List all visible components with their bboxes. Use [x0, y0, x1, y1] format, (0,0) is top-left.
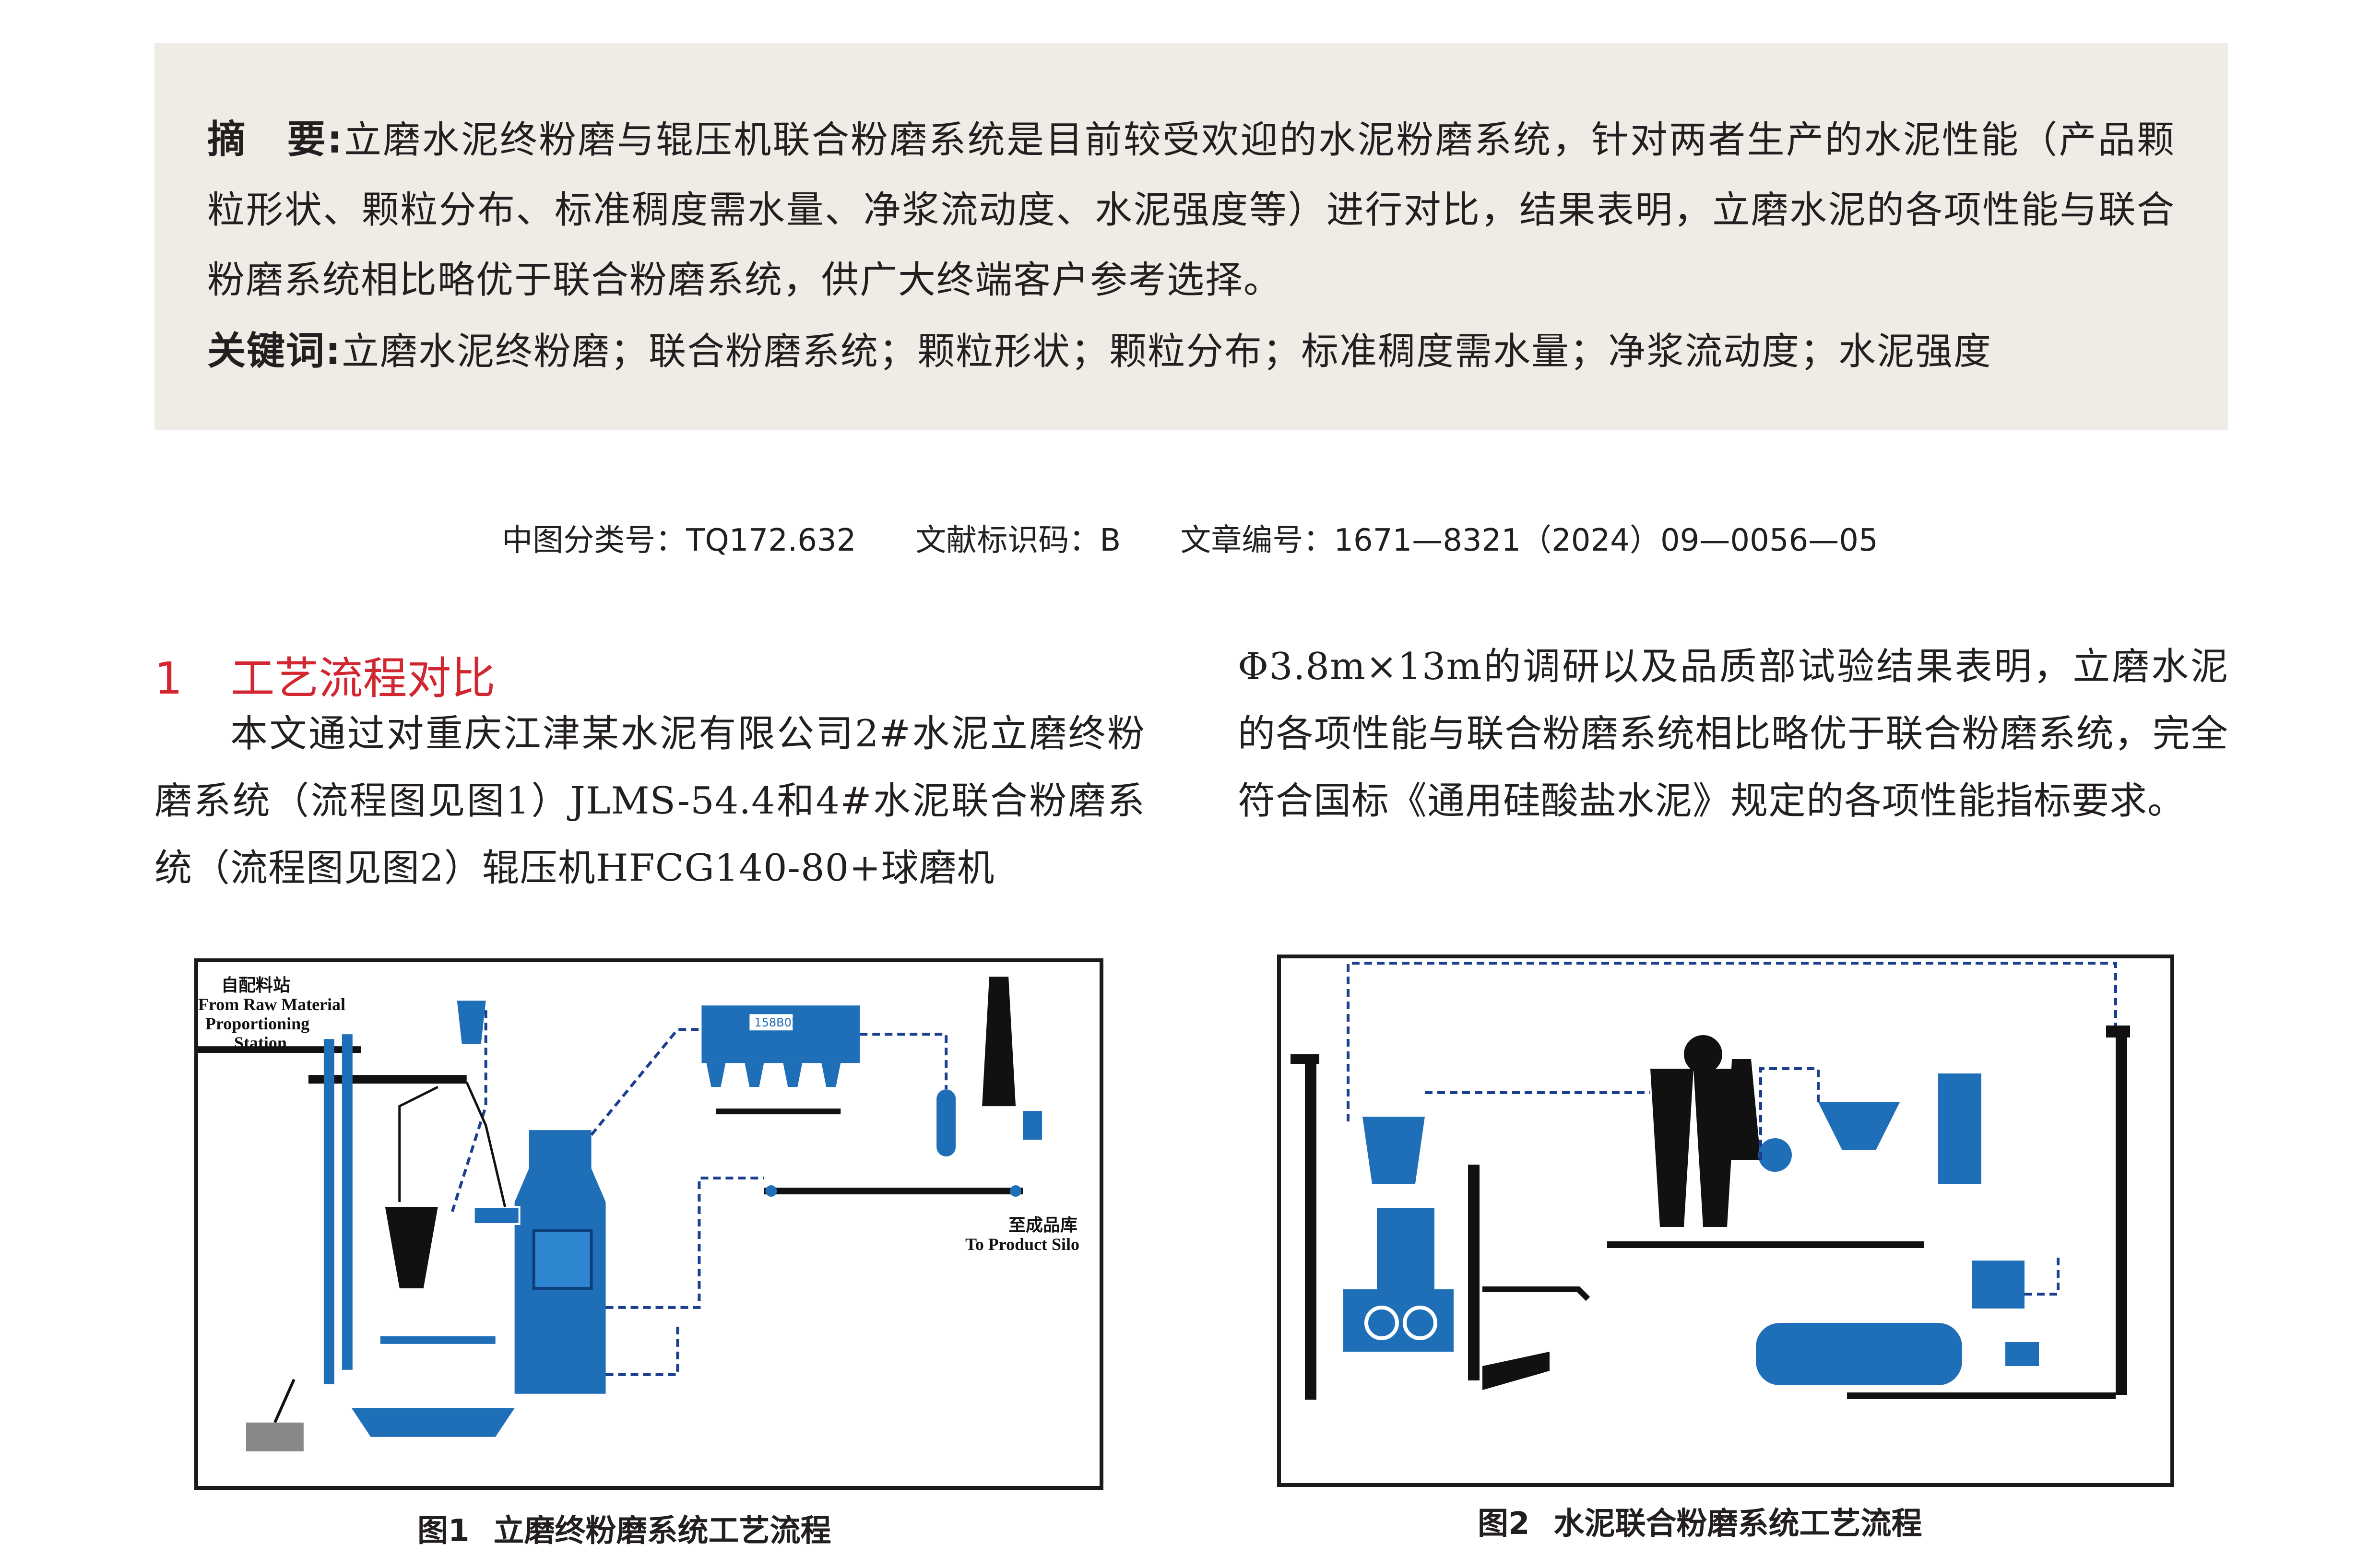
roller-1 [1364, 1306, 1399, 1340]
bag-filter-tag-box [749, 1014, 793, 1031]
chute-line [273, 1379, 296, 1423]
abstract-paragraph: 摘 要:立磨水泥终粉磨与辊压机联合粉磨系统是目前较受欢迎的水泥粉磨系统，针对两者… [207, 105, 2175, 315]
gas-line-5 [605, 1321, 679, 1376]
gas-line-top [1347, 962, 2117, 1121]
gas-line-1 [450, 1010, 487, 1212]
abstract-box: 摘 要:立磨水泥终粉磨与辊压机联合粉磨系统是目前较受欢迎的水泥粉磨系统，针对两者… [154, 43, 2228, 430]
keywords-label: 关键词: [207, 329, 342, 373]
figure-1-number: 图1 [417, 1513, 470, 1549]
mill-feed-bin [1972, 1261, 2025, 1309]
top-cyclone [457, 1001, 486, 1044]
figure-1-vertical-mill-flowchart: 自配料站 From Raw Material Proportioning Sta… [194, 958, 1103, 1490]
figure-1-title: 立磨终粉磨系统工艺流程 [493, 1513, 831, 1549]
dest-label-en: To Product Silo [965, 1235, 1079, 1254]
roller-2 [1403, 1306, 1437, 1340]
source-label-en-2: Proportioning [205, 1014, 309, 1033]
section-heading: 1 工艺流程对比 [154, 643, 496, 707]
filter-hopper-4 [821, 1063, 841, 1087]
exhaust-stack [1727, 1059, 1761, 1160]
dest-label-cn: 至成品库 [1008, 1215, 1078, 1235]
left-elevator-head [1291, 1054, 1319, 1064]
figure-2-caption: 图2 水泥联合粉磨系统工艺流程 [1478, 1499, 1922, 1543]
v-separator [1362, 1117, 1425, 1184]
bag-filter-tag: 158B02 [754, 1016, 799, 1029]
figure-2-combined-grinding-flowchart [1277, 955, 2174, 1487]
filter-screw [716, 1108, 841, 1115]
conveyor-pulley-2 [1010, 1185, 1022, 1197]
gas-line-4 [605, 1177, 764, 1309]
section-title: 工艺流程对比 [230, 653, 496, 704]
section-number: 1 [154, 653, 183, 704]
mill-grinding-zone [532, 1229, 593, 1290]
bucket-elevator-2 [342, 1034, 353, 1370]
gas-line-3 [860, 1033, 948, 1090]
circulating-fan [1758, 1138, 1792, 1172]
clc-number: 中图分类号：TQ172.632 [502, 523, 856, 558]
center-elevator [1468, 1165, 1480, 1380]
gas-line-mill [2025, 1256, 2060, 1296]
gas-line-right [1759, 1067, 1820, 1160]
filter-hopper-2 [745, 1063, 764, 1087]
truck-icon [246, 1422, 304, 1451]
source-label-en-1: From Raw Material [198, 995, 345, 1014]
body-text-right: Φ3.8m×13m的调研以及品质部试验结果表明，立磨水泥的各项性能与联合粉磨系统… [1238, 645, 2228, 823]
figure-1-diagram: 自配料站 From Raw Material Proportioning Sta… [198, 976, 1079, 1451]
o-sepa-separator [1938, 1073, 1981, 1184]
belt-feeder [1482, 1352, 1550, 1390]
ball-mill [1756, 1323, 1962, 1385]
filter-hopper-3 [783, 1063, 803, 1087]
keywords-paragraph: 关键词:立磨水泥终粉磨；联合粉磨系统；颗粒形状；颗粒分布；标准稠度需水量；净浆流… [207, 316, 2175, 387]
abstract-label: 摘 要: [207, 117, 343, 162]
abstract-text: 立磨水泥终粉磨与辊压机联合粉磨系统是目前较受欢迎的水泥粉磨系统，针对两者生产的水… [207, 118, 2175, 302]
left-elevator [1305, 1054, 1316, 1400]
body-text-left: 本文通过对重庆江津某水泥有限公司2#水泥立磨终粉磨系统（流程图见图1）JLMS-… [154, 712, 1145, 890]
mill-motor [2005, 1342, 2039, 1366]
cyclone-right [1693, 1069, 1737, 1227]
vibrating-screen [351, 1408, 515, 1437]
middle-air-slide [1607, 1241, 1924, 1248]
cyclone-left [1650, 1069, 1693, 1227]
conveyor-pulley-1 [765, 1185, 777, 1197]
exhaust-stack [982, 977, 1016, 1107]
return-chute [1482, 1286, 1590, 1301]
mill-feeder [473, 1206, 521, 1225]
right-elevator [2116, 1026, 2127, 1395]
right-elevator-head [2106, 1026, 2130, 1037]
material-line-1 [398, 1085, 438, 1203]
feed-conveyor [198, 1046, 361, 1053]
document-code: 文献标识码：B [915, 523, 1121, 558]
source-label-cn: 自配料站 [221, 976, 290, 995]
product-air-slide [764, 1188, 1023, 1195]
bottom-air-slide [1847, 1392, 2116, 1399]
mill-separator [529, 1130, 592, 1169]
figure-2-diagram [1291, 962, 2130, 1400]
main-fan [936, 1089, 956, 1157]
figure-2-title: 水泥联合粉磨系统工艺流程 [1553, 1506, 1922, 1542]
sampling-device [1023, 1111, 1042, 1140]
figure-2-number: 图2 [1478, 1506, 1530, 1542]
stable-bin [1377, 1208, 1434, 1289]
screw-conveyor [380, 1336, 496, 1344]
keywords-text: 立磨水泥终粉磨；联合粉磨系统；颗粒形状；颗粒分布；标准稠度需水量；净浆流动度；水… [342, 330, 1992, 373]
filter-hopper-1 [706, 1063, 726, 1087]
article-number: 文章编号：1671—8321（2024）09—0056—05 [1180, 523, 1878, 558]
material-line-2 [465, 1082, 507, 1207]
figure-1-caption: 图1 立磨终粉磨系统工艺流程 [417, 1506, 831, 1550]
buffer-bin [385, 1207, 438, 1288]
classification-line: 中图分类号：TQ172.632 文献标识码：B 文章编号：1671—8321（202… [0, 516, 2380, 560]
cyclone-fan [1684, 1035, 1722, 1073]
bucket-elevator [323, 1039, 334, 1384]
gas-line-2 [590, 1028, 702, 1136]
bag-filter [1818, 1102, 1900, 1150]
source-label-en-3: Station [234, 1033, 287, 1052]
